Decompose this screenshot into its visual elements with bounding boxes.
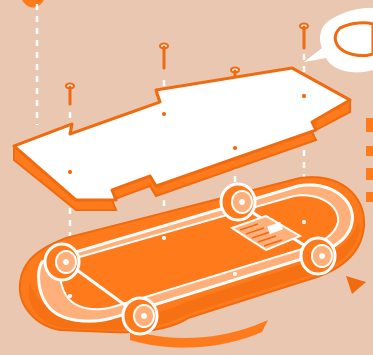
illustration-stage	[0, 0, 373, 355]
exploded-assembly-illustration	[0, 0, 373, 355]
